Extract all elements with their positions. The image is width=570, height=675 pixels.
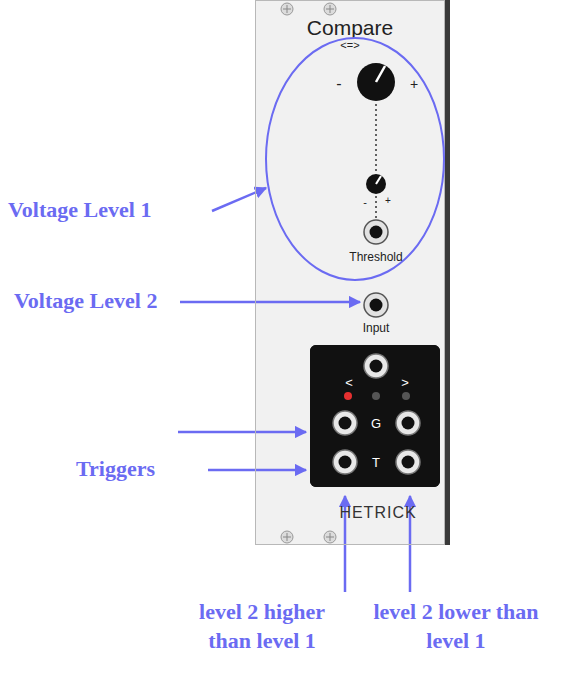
output-jacks: [333, 354, 420, 474]
highlight-outline: [264, 36, 446, 282]
knob-minus: -: [336, 76, 341, 92]
output-panel-fill: [310, 345, 440, 487]
knob-plus: +: [410, 77, 418, 91]
brand-logo: HETRICK: [339, 505, 416, 521]
annotation-label: Voltage Level 1: [8, 196, 151, 225]
jack-label: Input: [363, 322, 390, 334]
led-indicators: [344, 392, 410, 400]
jack-label: Threshold: [349, 251, 402, 263]
output-label: G: [371, 417, 381, 430]
output-label: <: [345, 376, 353, 389]
dotted-link: [375, 196, 377, 219]
knob-plus: +: [385, 196, 391, 206]
panel-face: [255, 0, 445, 545]
knob-minus: -: [363, 197, 367, 208]
neighbour-edge: [445, 0, 450, 545]
output-label: >: [401, 376, 409, 389]
dotted-link: [375, 104, 377, 172]
attenuverter-knob: [366, 174, 386, 194]
module-subtitle: <=>: [340, 40, 359, 51]
output-label: T: [372, 456, 380, 469]
annotation-label: level 2 lower than level 1: [370, 598, 542, 655]
threshold-knob: [357, 63, 395, 101]
annotation-label: Voltage Level 2: [14, 287, 157, 316]
annotation-label: Triggers: [76, 455, 155, 484]
jack-socket: [364, 220, 388, 317]
annotation-label: level 2 higher than level 1: [176, 598, 348, 655]
module-panel: Compare <=> HETRICK - + - + Threshold < > G T: [255, 0, 445, 545]
highlight-ellipse: [266, 38, 444, 280]
module-title: Compare: [307, 17, 393, 38]
highlight-ellipse: - + - + Threshold: [264, 36, 446, 282]
output-panel: < > G T: [310, 345, 440, 487]
